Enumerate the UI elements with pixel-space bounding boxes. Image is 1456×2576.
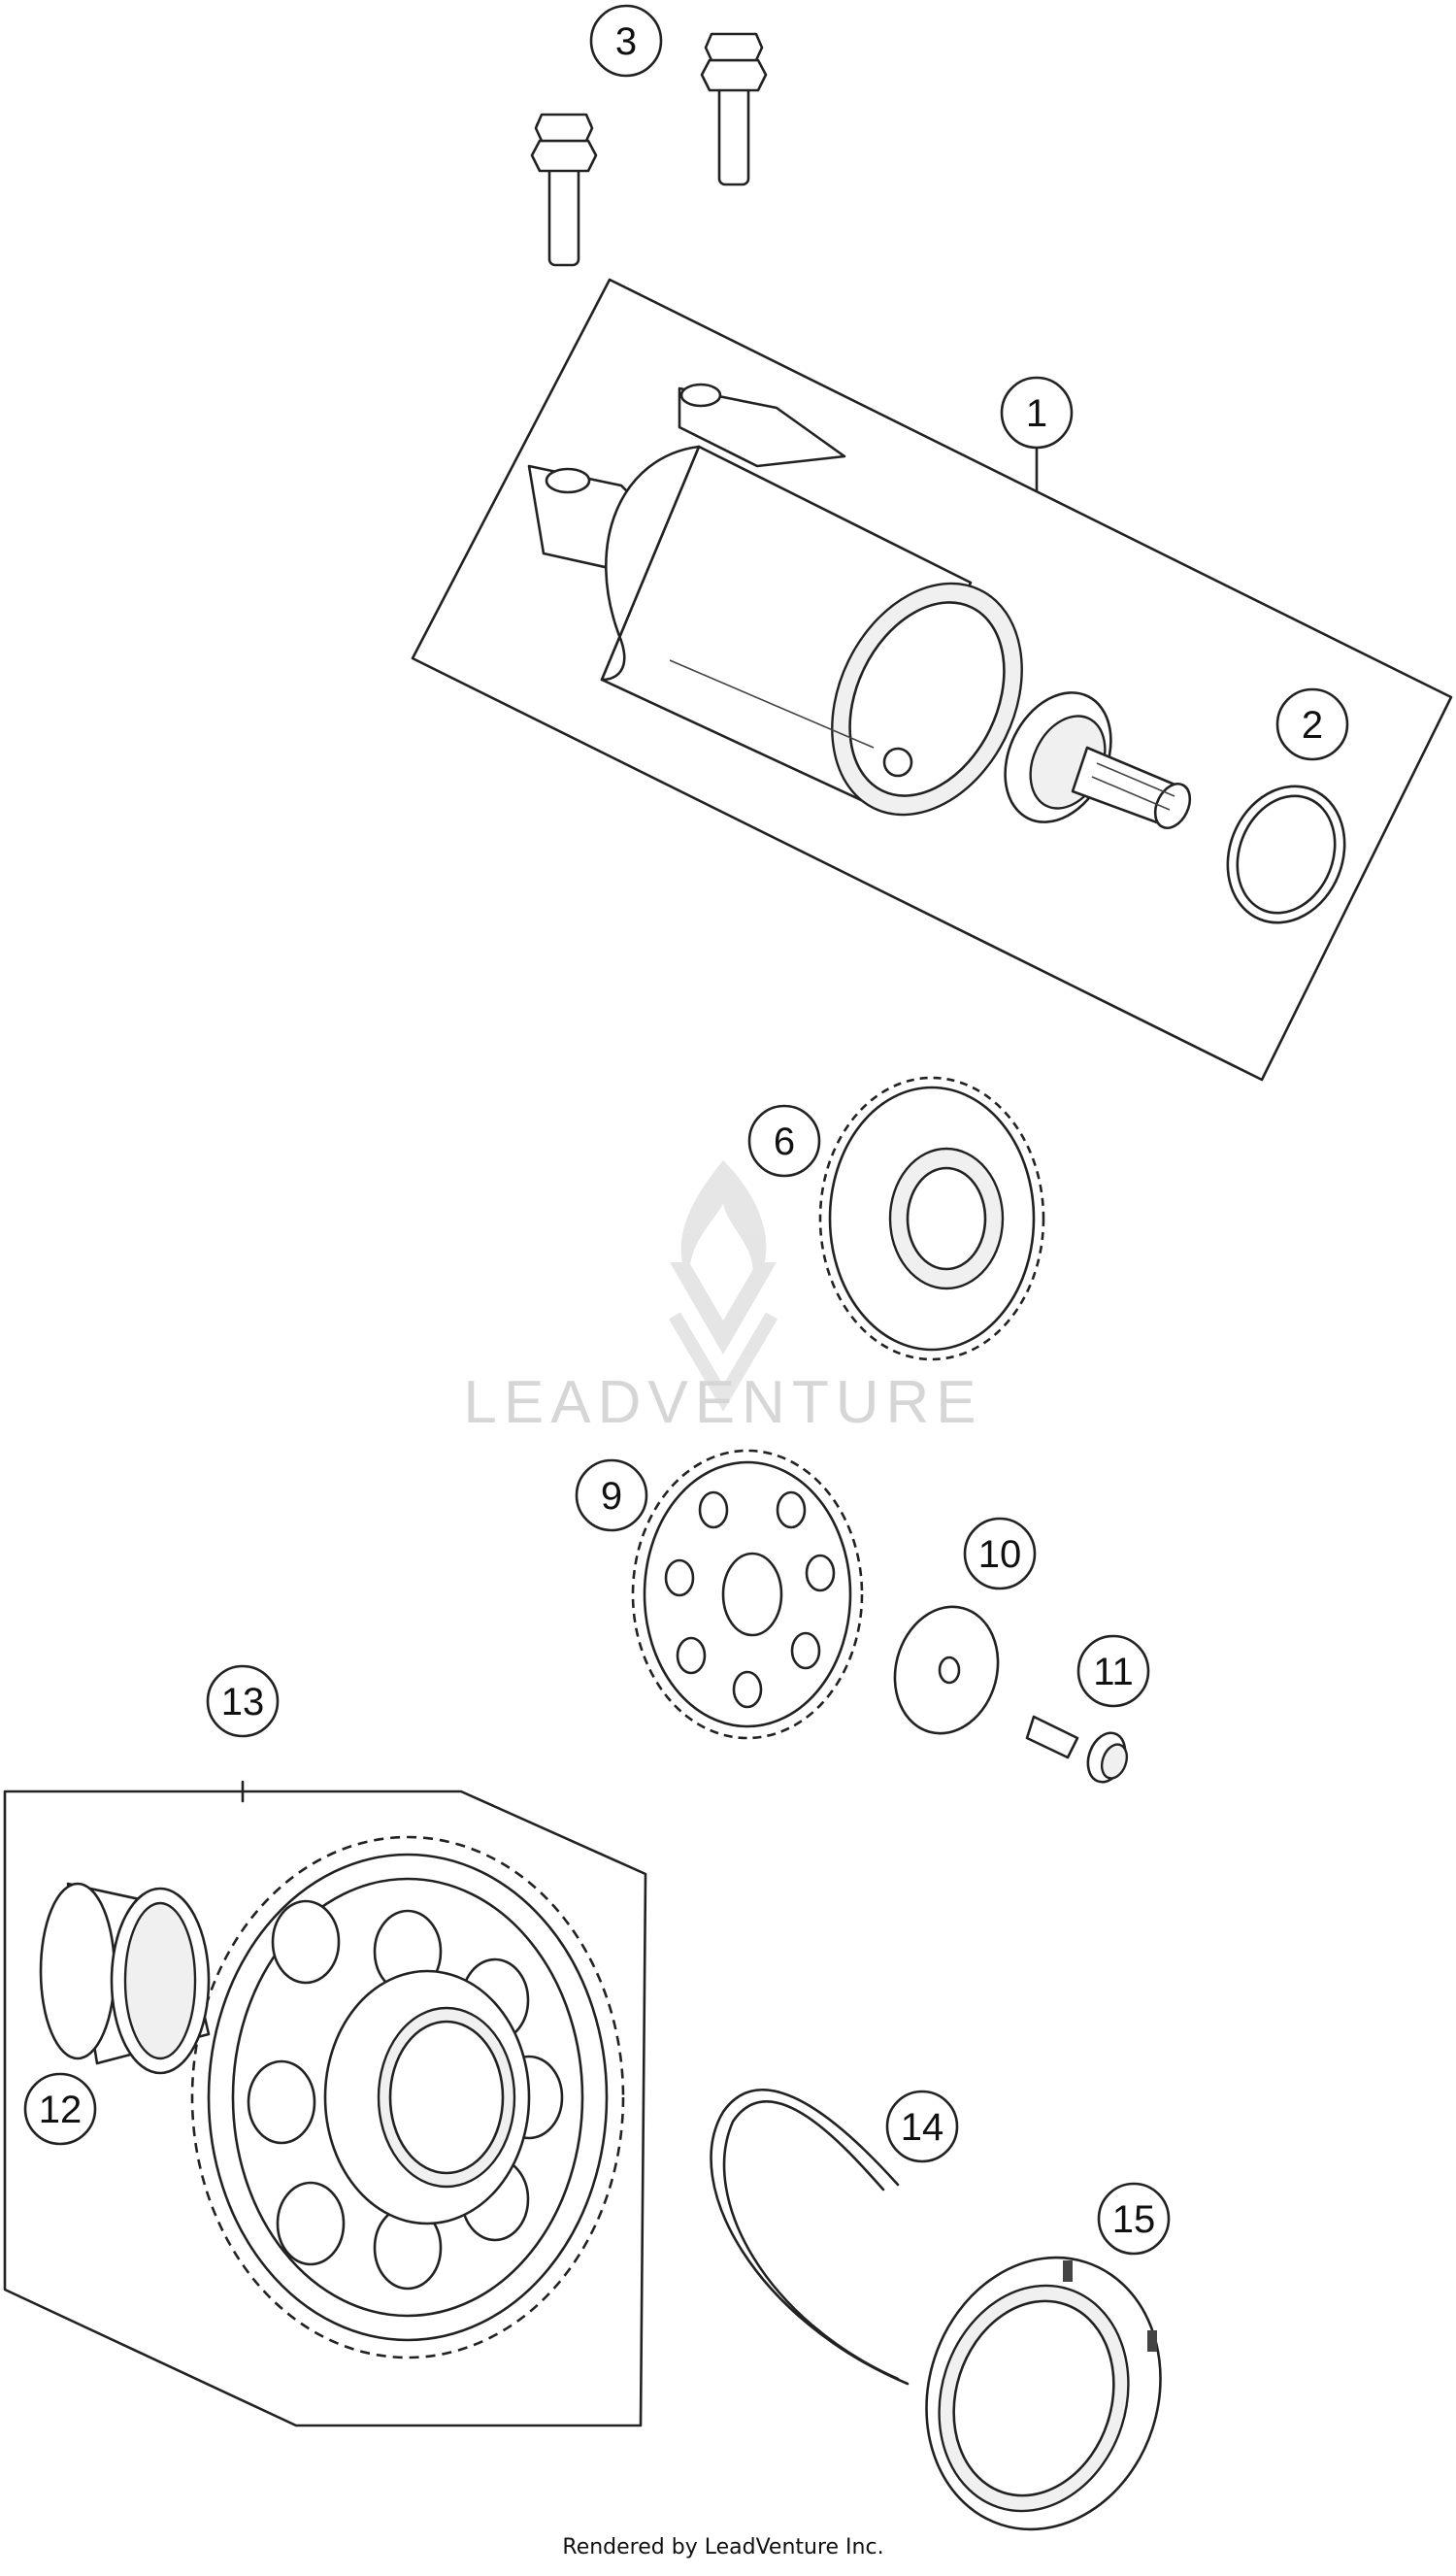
part-6-gear [818,1076,1045,1361]
part-9-gear [631,1449,864,1740]
svg-text:1: 1 [1026,392,1047,435]
svg-text:9: 9 [601,1475,622,1518]
callout-2: 2 [1275,687,1349,761]
svg-text:13: 13 [221,1681,265,1723]
part-2-o-ring [1226,785,1346,924]
part-10-washer [893,1605,1000,1735]
callout-15: 15 [1097,2182,1171,2256]
part-13-gear-assembly [3,1780,647,2427]
callout-1: 1 [1000,376,1074,450]
part-11-bolt [1025,1715,1129,1784]
svg-text:2: 2 [1302,704,1323,747]
callout-9: 9 [575,1458,648,1532]
svg-text:10: 10 [978,1533,1022,1576]
leadventure-watermark: LEADVENTURE [463,1160,982,1436]
callout-12: 12 [23,2072,97,2146]
svg-text:15: 15 [1112,2198,1156,2241]
part-3-bolts [530,32,768,267]
svg-text:3: 3 [615,20,637,63]
svg-text:12: 12 [39,2089,83,2131]
callout-14: 14 [885,2090,959,2163]
svg-text:11: 11 [1093,1651,1134,1693]
watermark-text: LEADVENTURE [463,1369,982,1436]
leadventure-logo-icon [668,1160,778,1412]
callout-13: 13 [206,1664,280,1738]
part-13-group-box [3,1790,647,2427]
callout-11: 11 [1076,1634,1150,1708]
part-12-bushing [39,1882,211,2075]
svg-text:6: 6 [774,1121,795,1163]
part-1-starter-motor [411,278,1453,1082]
callout-3: 3 [589,4,663,78]
part-15-bearing [925,2256,1162,2531]
callout-10: 10 [963,1517,1037,1590]
callout-6: 6 [747,1104,821,1178]
svg-text:14: 14 [901,2106,944,2149]
footer-credit: Rendered by LeadVenture Inc. [562,2535,883,2559]
part-1-group-box [411,278,1453,1082]
part-14-snap-ring [710,2089,910,2386]
